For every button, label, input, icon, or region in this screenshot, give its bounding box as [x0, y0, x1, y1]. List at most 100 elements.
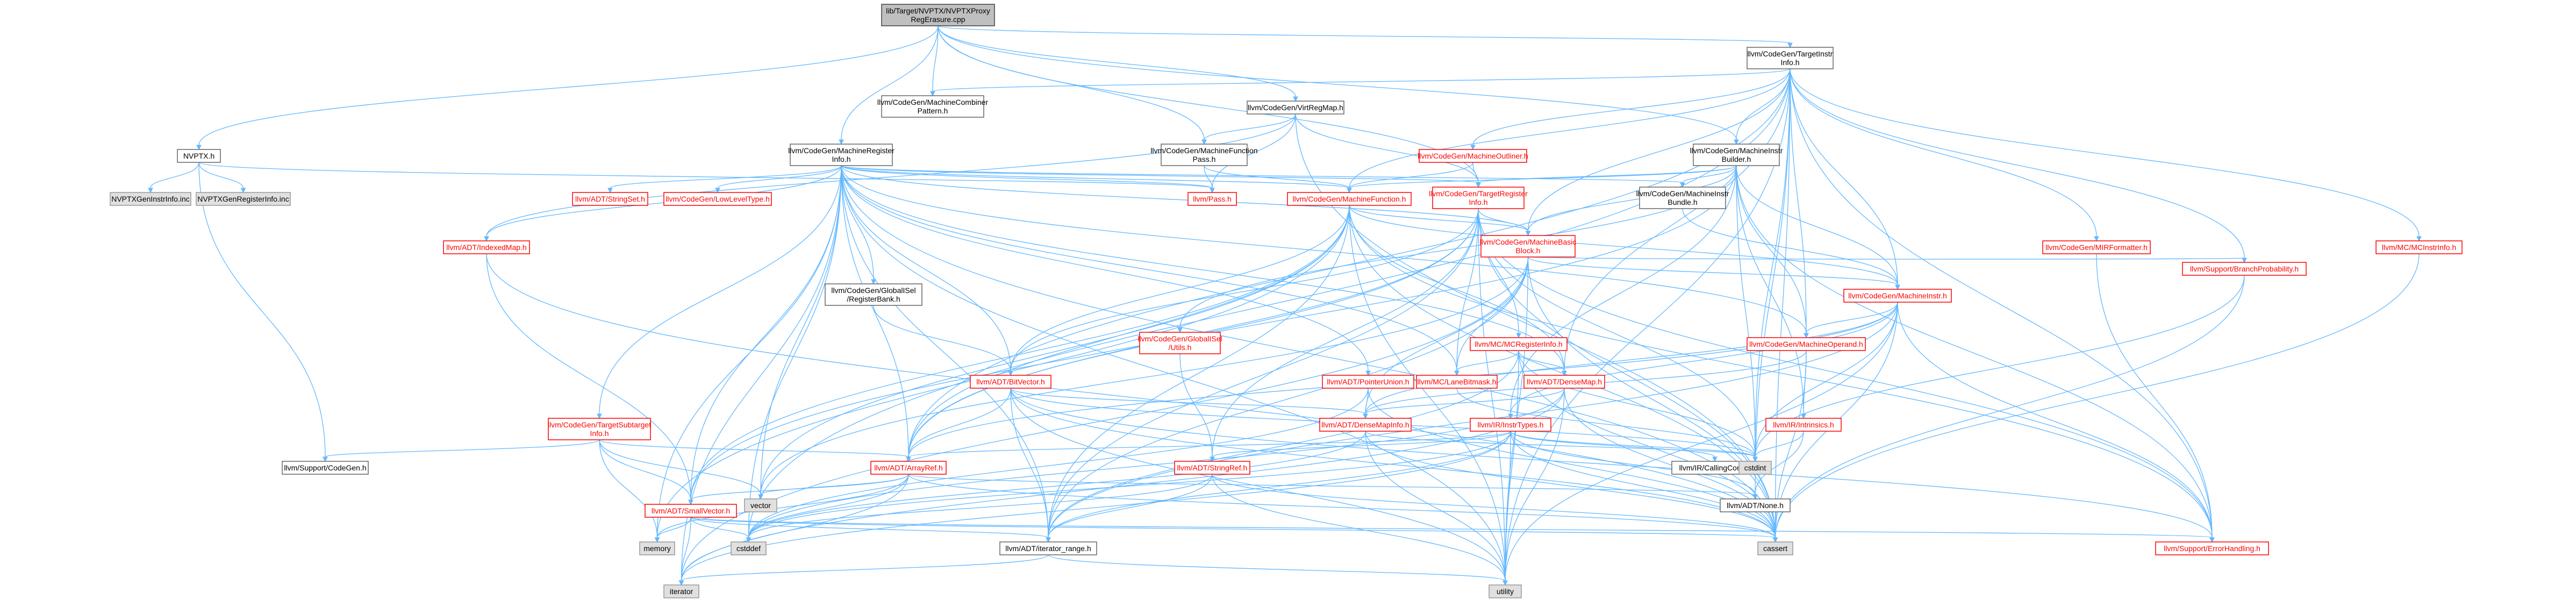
- node-utility[interactable]: utility: [1489, 584, 1522, 598]
- node-label: llvm/CodeGen/MachineFunction: [1150, 146, 1257, 155]
- node-label: llvm/Support/BranchProbability.h: [2190, 265, 2299, 273]
- node-iterator[interactable]: iterator: [663, 584, 699, 598]
- node-label: llvm/CodeGen/VirtRegMap.h: [1248, 103, 1343, 112]
- node-label: llvm/ADT/iterator_range.h: [1005, 544, 1091, 553]
- node-label: iterator: [670, 587, 693, 596]
- node-nvptxgeninstrinfo[interactable]: NVPTXGenInstrInfo.inc: [110, 192, 191, 206]
- node-box: [2375, 240, 2463, 254]
- edge-machineregisterinfo-to-memory: [654, 165, 842, 543]
- node-densemap[interactable]: llvm/ADT/DenseMap.h: [1523, 375, 1605, 389]
- edge-targetreginfo-to-smallvector: [688, 208, 1479, 505]
- node-box: [825, 283, 922, 306]
- node-machinefunction[interactable]: llvm/CodeGen/MachineFunction.h: [1287, 192, 1412, 206]
- edge-targetsubtarget-to-vector: [599, 439, 763, 500]
- node-lowleveltype[interactable]: llvm/CodeGen/LowLevelType.h: [663, 192, 772, 206]
- node-smallvector[interactable]: llvm/ADT/SmallVector.h: [645, 504, 737, 518]
- edge-machineregisterinfo-to-smallvector: [688, 165, 842, 505]
- node-box: [572, 192, 648, 206]
- edge-machineregisterinfo-to-pointerunion: [841, 165, 1371, 376]
- node-branchprob[interactable]: llvm/Support/BranchProbability.h: [2182, 262, 2307, 276]
- node-label: llvm/ADT/StringRef.h: [1177, 463, 1248, 472]
- node-box: [731, 541, 767, 555]
- node-label: llvm/Support/CodeGen.h: [284, 463, 366, 472]
- node-label: cstdint: [1744, 463, 1766, 472]
- node-pass[interactable]: llvm/Pass.h: [1187, 192, 1237, 206]
- node-machineoutliner[interactable]: llvm/CodeGen/MachineOutliner.h: [1418, 149, 1528, 163]
- node-nvptxgenreginfo[interactable]: NVPTXGenRegisterInfo.inc: [196, 192, 291, 206]
- node-label: llvm/CodeGen/MachineInstr.h: [1848, 291, 1947, 300]
- edge-mfpass-to-machinefunction: [1204, 165, 1352, 194]
- node-none[interactable]: llvm/ADT/None.h: [1720, 498, 1791, 512]
- node-errorhandling[interactable]: llvm/Support/ErrorHandling.h: [2155, 541, 2269, 555]
- node-label: llvm/ADT/SmallVector.h: [652, 506, 730, 515]
- node-machineinstr[interactable]: llvm/CodeGen/MachineInstr.h: [1843, 289, 1952, 303]
- edge-targetinstrinfo-to-none: [1752, 68, 1791, 500]
- node-cstddef[interactable]: cstddef: [731, 541, 767, 555]
- edge-virtregmap-to-indexedmap: [484, 113, 1296, 242]
- node-memory[interactable]: memory: [639, 541, 675, 555]
- node-box: [177, 149, 221, 163]
- node-stringset[interactable]: llvm/ADT/StringSet.h: [572, 192, 648, 206]
- node-label: llvm/ADT/IndexedMap.h: [446, 243, 526, 252]
- node-arrayref[interactable]: llvm/ADT/ArrayRef.h: [870, 461, 947, 475]
- node-support-codegen[interactable]: llvm/Support/CodeGen.h: [282, 461, 369, 475]
- node-label: /RegisterBank.h: [847, 295, 900, 303]
- node-mirformatter[interactable]: llvm/CodeGen/MIRFormatter.h: [2042, 240, 2151, 254]
- node-virtregmap[interactable]: llvm/CodeGen/VirtRegMap.h: [1247, 101, 1344, 115]
- node-globalisel-utils[interactable]: llvm/CodeGen/GlobalISel/Utils.h: [1137, 332, 1222, 354]
- node-label: llvm/CodeGen/LowLevelType.h: [666, 195, 770, 203]
- node-label: RegErasure.cpp: [911, 15, 965, 24]
- edge-machineregisterinfo-to-stringset: [607, 165, 842, 194]
- node-label: Block.h: [1516, 246, 1541, 255]
- edge-indexedmap-to-cassert: [486, 253, 1778, 543]
- node-label: llvm/CodeGen/GlobalISel: [1137, 334, 1222, 343]
- edge-globalisel-regbank-to-bitvector: [873, 305, 1013, 376]
- edge-targetsubtarget-to-smallvector: [599, 439, 693, 505]
- node-globalisel-regbank[interactable]: llvm/CodeGen/GlobalISel/RegisterBank.h: [825, 283, 922, 306]
- node-cassert[interactable]: cassert: [1757, 541, 1793, 555]
- edge-branchprob-to-cassert: [1772, 275, 2245, 543]
- node-label: lib/Target/NVPTX/NVPTXProxy: [886, 6, 990, 15]
- node-label: llvm/ADT/None.h: [1727, 501, 1784, 510]
- node-stringref[interactable]: llvm/ADT/StringRef.h: [1174, 461, 1250, 475]
- node-vector[interactable]: vector: [744, 498, 777, 512]
- edge-nvptx-to-nvptxgenreginfo: [198, 162, 246, 194]
- node-pointerunion[interactable]: llvm/ADT/PointerUnion.h: [1322, 375, 1414, 389]
- node-bitvector[interactable]: llvm/ADT/BitVector.h: [970, 375, 1051, 389]
- node-mcinstrinfo[interactable]: llvm/MC/MCInstrInfo.h: [2375, 240, 2463, 254]
- edge-smallvector-to-cassert: [690, 517, 1778, 543]
- node-instrtypes[interactable]: llvm/IR/InstrTypes.h: [1470, 418, 1551, 432]
- edge-root-to-targetinstrinfo: [938, 25, 1793, 48]
- edge-bitvector-to-iterator-range: [1010, 388, 1051, 543]
- node-iterator-range[interactable]: llvm/ADT/iterator_range.h: [999, 541, 1097, 555]
- node-label: llvm/CodeGen/MachineOperand.h: [1749, 340, 1863, 348]
- edge-smallvector-to-errorhandling: [690, 517, 2215, 543]
- node-mcregisterinfo[interactable]: llvm/MC/MCRegisterInfo.h: [1470, 337, 1568, 351]
- edge-targetinstrinfo-to-branchprob: [1790, 68, 2247, 263]
- edge-machinebasicblock-to-machineinstr: [1527, 256, 1900, 290]
- node-root[interactable]: lib/Target/NVPTX/NVPTXProxyRegErasure.cp…: [881, 4, 995, 26]
- node-label: llvm/Pass.h: [1193, 195, 1232, 203]
- node-lanebitmask[interactable]: llvm/MC/LaneBitmask.h: [1416, 375, 1498, 389]
- node-box: [1419, 149, 1527, 163]
- node-densemapinfo[interactable]: llvm/ADT/DenseMapInfo.h: [1319, 418, 1412, 432]
- edge-machinefunction-to-iterator-range: [1046, 205, 1350, 543]
- node-box: [881, 95, 984, 118]
- edge-mcregisterinfo-to-lanebitmask: [1454, 350, 1519, 376]
- node-label: llvm/CodeGen/MachineRegister: [788, 146, 895, 155]
- node-machineoperand[interactable]: llvm/CodeGen/MachineOperand.h: [1747, 337, 1866, 351]
- node-indexedmap[interactable]: llvm/ADT/IndexedMap.h: [443, 240, 530, 254]
- node-cstdint[interactable]: cstdint: [1738, 461, 1772, 475]
- node-nvptx[interactable]: NVPTX.h: [177, 149, 221, 163]
- node-intrinsics[interactable]: llvm/IR/Intrinsics.h: [1765, 418, 1842, 432]
- node-label: llvm/CodeGen/MachineBasic: [1480, 238, 1577, 246]
